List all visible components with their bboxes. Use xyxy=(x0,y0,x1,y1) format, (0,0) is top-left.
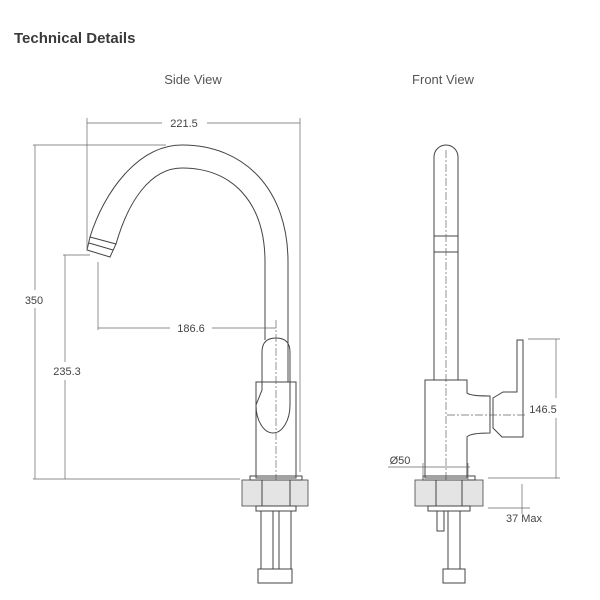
page-title: Technical Details xyxy=(14,30,136,47)
side-view-title: Side View xyxy=(164,72,222,87)
spout-pipe xyxy=(433,144,459,380)
side-view-drawing: 221.5 350 235.3 186.6 xyxy=(25,118,309,584)
countertop-section xyxy=(414,479,484,507)
dim-max-deck-thickness: 37 Max xyxy=(506,513,543,525)
front-view-drawing: 146.5 Ø50 37 Max xyxy=(388,144,560,584)
handle xyxy=(255,337,291,434)
dim-overall-height: 350 xyxy=(25,295,43,307)
dim-spout-reach: 186.6 xyxy=(177,323,205,335)
lever-handle xyxy=(492,339,524,438)
dim-handle-height: 146.5 xyxy=(529,404,557,416)
dim-overall-reach: 221.5 xyxy=(170,118,198,130)
front-view-title: Front View xyxy=(412,72,474,87)
countertop-section xyxy=(241,479,309,507)
dim-base-diameter: Ø50 xyxy=(390,455,411,467)
hose-nut xyxy=(442,568,466,584)
dim-spout-height: 235.3 xyxy=(53,366,81,378)
hose-nut xyxy=(257,568,293,584)
spout-inner xyxy=(115,167,266,340)
aerator-nozzle xyxy=(86,236,117,258)
body xyxy=(424,379,491,479)
spout-outer xyxy=(89,144,289,382)
